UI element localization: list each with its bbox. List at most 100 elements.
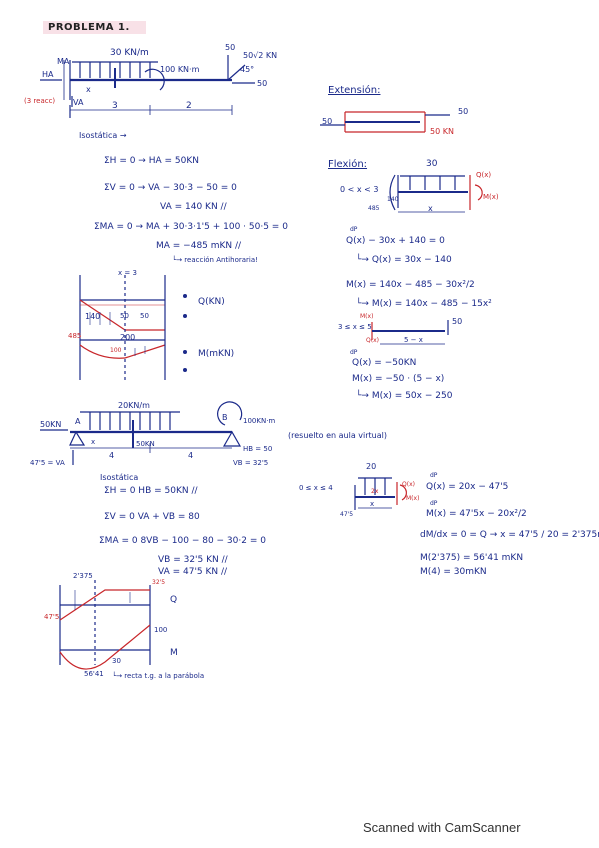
- flex-range-1: 0 < x < 3: [340, 185, 379, 194]
- p1-eq3c: └→ reacción Antihoraria!: [172, 256, 258, 264]
- p2-flex-Qx: Q(x): [402, 481, 415, 488]
- p2-flex-x: x: [370, 500, 375, 508]
- problem-1-title: PROBLEMA 1.: [48, 22, 130, 33]
- p2-HB: HB = 50: [243, 445, 273, 453]
- p1-diag-485: 485: [68, 332, 82, 340]
- p2-A-label: A: [75, 417, 81, 426]
- flex-eq3: Q(x) = −50KN: [352, 358, 417, 368]
- p2-flex-Mx: M(x): [406, 495, 420, 502]
- p2-flex-20: 20: [366, 462, 377, 471]
- p2-flex-eq2: M(x) = 47'5x − 20x²/2: [426, 509, 527, 519]
- flex-5x: 5 − x: [404, 336, 423, 344]
- p2-flex-eq5: M(4) = 30mKN: [420, 567, 487, 577]
- p2-span-4b: 4: [188, 451, 194, 460]
- p2-eq3b: VB = 32'5 KN //: [158, 555, 228, 565]
- p2-parabola-note: └→ recta t.g. a la parábola: [112, 672, 205, 680]
- p1-support-note: (3 reacc): [24, 97, 56, 105]
- p1-HA-label: HA: [42, 70, 54, 79]
- p1-diag-50a: 50: [120, 312, 129, 320]
- p2-flex-eq4: M(2'375) = 56'41 mKN: [420, 553, 524, 563]
- flex-eq1: Q(x) − 30x + 140 = 0: [346, 236, 445, 246]
- p2-VA: 47'5 = VA: [30, 459, 65, 467]
- flex-Qx2: Q(x): [366, 337, 379, 344]
- p1-diag-x3: x = 3: [118, 269, 137, 277]
- p2-diag-100: 100: [154, 626, 168, 634]
- p1-load-label: 30 KN/m: [110, 48, 149, 58]
- flex-30: 30: [426, 159, 438, 169]
- p2-diag-30: 30: [112, 657, 121, 665]
- p2-eq1: ΣH = 0 HB = 50KN //: [104, 486, 198, 496]
- p1-diag-200: 200: [120, 333, 136, 342]
- ext-50-left: 50: [322, 117, 333, 126]
- flex-Mx: M(x): [483, 193, 499, 201]
- p1-MA-label: MA: [57, 57, 70, 66]
- p2-note: (resuelto en aula virtual): [288, 431, 387, 440]
- p1-span-1: 3: [112, 101, 118, 111]
- flex-x: x: [428, 204, 433, 213]
- p1-span-2: 2: [186, 101, 192, 111]
- p2-B-label: B: [222, 413, 228, 422]
- p1-diag-140: 140: [85, 312, 101, 321]
- p1-x-label: x: [86, 85, 91, 94]
- p2-load-label: 20KN/m: [118, 401, 150, 410]
- p2-moment: 100KN·m: [243, 417, 276, 425]
- p1-angle-label: 45°: [240, 65, 255, 74]
- p2-diag-5641: 56'41: [84, 670, 104, 678]
- p1-diag-100: 100: [110, 347, 122, 354]
- p2-flex-475: 47'5: [340, 511, 354, 518]
- flex-eq4b: └→ M(x) = 50x − 250: [356, 391, 453, 401]
- extension-title: Extensión:: [328, 85, 381, 96]
- p1-moment-diagram-label: M(mKN): [198, 349, 235, 359]
- ext-50-right: 50: [458, 107, 469, 116]
- p1-force-50-top: 50: [225, 43, 236, 52]
- p2-VB: VB = 32'5: [233, 459, 269, 467]
- p2-flex-eq3: dM/dx = 0 = Q → x = 47'5 / 20 = 2'375m: [420, 530, 599, 540]
- ext-50kn: 50 KN: [430, 127, 454, 136]
- p2-flex-range: 0 ≤ x ≤ 4: [299, 484, 333, 492]
- p1-eq1: ΣH = 0 → HA = 50KN: [104, 156, 199, 166]
- p2-shear-label: Q: [170, 595, 178, 605]
- p2-isostatic: Isostática: [100, 473, 139, 482]
- camscanner-footer: Scanned with CamScanner: [363, 820, 521, 835]
- flex-range-2: 3 ≤ x ≤ 5: [338, 323, 372, 331]
- flex-eq2b: └→ M(x) = 140x − 485 − 15x²: [356, 299, 492, 309]
- p1-force-50-right: 50: [257, 79, 268, 88]
- flex-Qx: Q(x): [476, 171, 492, 179]
- flex-Mx2: M(x): [360, 313, 374, 320]
- p2-x: x: [91, 438, 96, 446]
- dp-1: dP: [350, 226, 358, 233]
- p2-dp-1: dP: [430, 472, 438, 479]
- p2-flex-eq1: Q(x) = 20x − 47'5: [426, 482, 509, 492]
- p2-50kn: 50KN: [136, 440, 155, 448]
- p1-eq3: ΣMA = 0 → MA + 30·3·1'5 + 100 · 50·5 = 0: [94, 222, 288, 232]
- p2-diag-2375: 2'375: [73, 572, 93, 580]
- p1-isostatic: Isostática →: [79, 131, 127, 140]
- p1-VA-label: VA: [73, 98, 84, 107]
- p1-diag-50b: 50: [140, 312, 149, 320]
- p2-diag-475: 47'5: [44, 613, 60, 621]
- flex-eq1b: └→ Q(x) = 30x − 140: [356, 255, 452, 265]
- p1-eq2b: VA = 140 KN //: [160, 202, 227, 212]
- flex-eq4: M(x) = −50 · (5 − x): [352, 374, 445, 384]
- p1-moment-label: 100 KN·m: [160, 65, 200, 74]
- flex-140: 140: [387, 196, 399, 203]
- title-highlight: [43, 21, 146, 34]
- p2-eq3c: VA = 47'5 KN //: [158, 567, 228, 577]
- p1-eq2: ΣV = 0 → VA − 30·3 − 50 = 0: [104, 183, 237, 193]
- p2-dp-2: dP: [430, 500, 438, 507]
- p1-shear-label: Q(KN): [198, 297, 225, 307]
- p2-moment-label: M: [170, 648, 178, 658]
- p2-left-force: 50KN: [40, 420, 62, 429]
- flexion-title: Flexión:: [328, 159, 368, 170]
- flex-eq2: M(x) = 140x − 485 − 30x²/2: [346, 280, 475, 290]
- p2-span-4a: 4: [109, 451, 115, 460]
- flex-485: 485: [368, 205, 380, 212]
- p2-eq2: ΣV = 0 VA + VB = 80: [104, 512, 200, 522]
- dp-2: dP: [350, 349, 358, 356]
- p2-eq3: ΣMA = 0 8VB − 100 − 80 − 30·2 = 0: [99, 536, 266, 546]
- p1-eq3b: MA = −485 mKN //: [156, 241, 242, 251]
- p1-force-label: 50√2 KN: [243, 51, 278, 60]
- p2-flex-2x: 2x: [371, 488, 379, 495]
